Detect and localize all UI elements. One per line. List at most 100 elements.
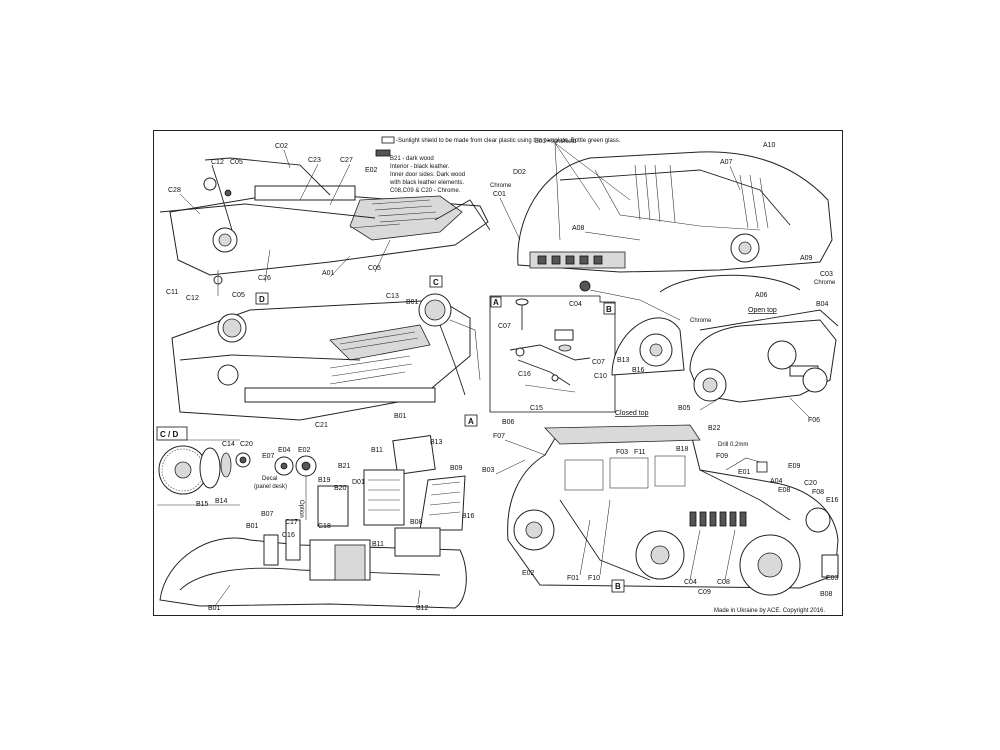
callout-a: A <box>464 414 478 427</box>
open-top-title: Open top <box>748 307 777 314</box>
part-label: F08 <box>812 489 824 496</box>
part-label: C28 <box>168 187 181 194</box>
callout-c: C <box>429 275 443 288</box>
part-label: A04 <box>770 478 783 485</box>
closed-top-title: Closed top <box>615 410 649 417</box>
closed-top-car: B <box>507 424 839 596</box>
part-label: F11 <box>634 449 646 456</box>
part-label: B16 <box>462 513 475 520</box>
part-label: B06 <box>502 419 515 426</box>
part-label: C23 <box>308 157 321 164</box>
part-label: C03 <box>820 271 833 278</box>
part-label: B07 <box>261 511 274 518</box>
part-label: F09 <box>716 453 728 460</box>
part-label: B13 <box>430 439 443 446</box>
part-label: C05 <box>368 265 381 272</box>
callout-cd-label: C / D <box>160 430 178 439</box>
part-label: E01 <box>738 469 751 476</box>
part-label: B22 <box>708 425 721 432</box>
part-label: C16 <box>282 532 295 539</box>
part-label: B01 <box>394 413 407 420</box>
part-label: A08 <box>572 225 585 232</box>
chrome-note: C08,C09 & C20 - Chrome. <box>390 188 461 194</box>
chassis-assembly <box>159 157 491 296</box>
chrome-note-left: Chrome <box>490 183 512 189</box>
part-label: A01 <box>322 270 335 277</box>
part-label: C04 <box>569 301 582 308</box>
part-label: E07 <box>262 453 275 460</box>
callout-a-label: A <box>468 417 474 426</box>
leader-lines <box>179 142 811 607</box>
decal-note-2: (panel desk) <box>254 484 287 490</box>
part-label: A06 <box>755 292 768 299</box>
part-label: C10 <box>594 373 607 380</box>
part-label: F07 <box>493 433 505 440</box>
option-note: Option <box>298 500 304 518</box>
sub-assembly-a: A <box>489 295 616 413</box>
part-label: B01 <box>406 299 419 306</box>
part-label: C17 <box>285 519 298 526</box>
part-label: C02 <box>275 143 288 150</box>
part-label: C14 <box>222 441 235 448</box>
callout-d: D <box>255 292 269 305</box>
part-label: C08 <box>717 579 730 586</box>
part-label: C05 <box>232 292 245 299</box>
part-label: B01 <box>246 523 259 530</box>
part-label: B08 <box>410 519 423 526</box>
part-label: C18 <box>318 523 331 530</box>
part-label: E02 <box>365 167 378 174</box>
part-label: B15 <box>196 501 209 508</box>
part-label: E02 <box>522 570 535 577</box>
part-label: B19 <box>318 477 331 484</box>
door-note: Inner door sides: Dark wood <box>390 172 465 178</box>
part-label: B03 <box>482 467 495 474</box>
part-label: B20 <box>334 485 347 492</box>
part-label: C15 <box>530 405 543 412</box>
part-label: F01 <box>567 575 579 582</box>
part-label: B05 <box>678 405 691 412</box>
part-label: C20 <box>240 441 253 448</box>
part-label: B01 <box>208 605 221 612</box>
drill-note: Drill 0.2mm <box>718 442 748 448</box>
part-label: B21 <box>338 463 351 470</box>
part-label: E03 <box>826 575 839 582</box>
interior-note: Interior - black leather. <box>390 164 450 170</box>
part-label: C26 <box>258 275 271 282</box>
part-label: C12 <box>186 295 199 302</box>
e01-sunshield-note: E01 +sunshield <box>535 139 576 145</box>
part-label: B11 <box>372 541 384 548</box>
part-label: C11 <box>166 289 178 296</box>
part-label: A10 <box>763 142 776 149</box>
chrome-note-mid: Chrome <box>690 318 712 324</box>
sunshield-template: -Sunlight shield to be made from clear p… <box>375 136 621 194</box>
part-label: E09 <box>788 463 801 470</box>
part-label: C07 <box>592 359 605 366</box>
part-label: E16 <box>826 497 839 504</box>
part-label: C20 <box>804 480 817 487</box>
part-label: F10 <box>588 575 600 582</box>
part-label: B18 <box>676 446 689 453</box>
part-label: E02 <box>298 447 311 454</box>
part-label: A09 <box>800 255 813 262</box>
part-label: F06 <box>808 417 820 424</box>
interior-assembly <box>159 434 467 609</box>
closed-b-callout: B <box>615 582 621 591</box>
sub-b-callout: B <box>606 305 612 314</box>
part-label: E08 <box>778 487 791 494</box>
part-label: A07 <box>720 159 733 166</box>
part-label: B04 <box>816 301 829 308</box>
sub-assembly-b: B <box>603 302 685 376</box>
callout-d-label: D <box>259 295 265 304</box>
copyright-text: Made in Ukraine by ACE. Copyright 2016. <box>714 608 825 614</box>
part-label: C01 <box>493 191 506 198</box>
chrome-note-right: Chrome <box>814 280 836 286</box>
part-label: C16 <box>518 371 531 378</box>
part-label: C12 <box>211 159 224 166</box>
wood-note: B21 - dark wood <box>390 156 434 162</box>
part-label: F03 <box>616 449 628 456</box>
callout-c-label: C <box>433 278 439 287</box>
part-labels: C02 C12 C05 C23 C27 C28 E02 C11 C12 C05 … <box>166 142 839 612</box>
part-label: C21 <box>315 422 328 429</box>
part-label: C04 <box>684 579 697 586</box>
sub-a-callout: A <box>493 298 499 307</box>
